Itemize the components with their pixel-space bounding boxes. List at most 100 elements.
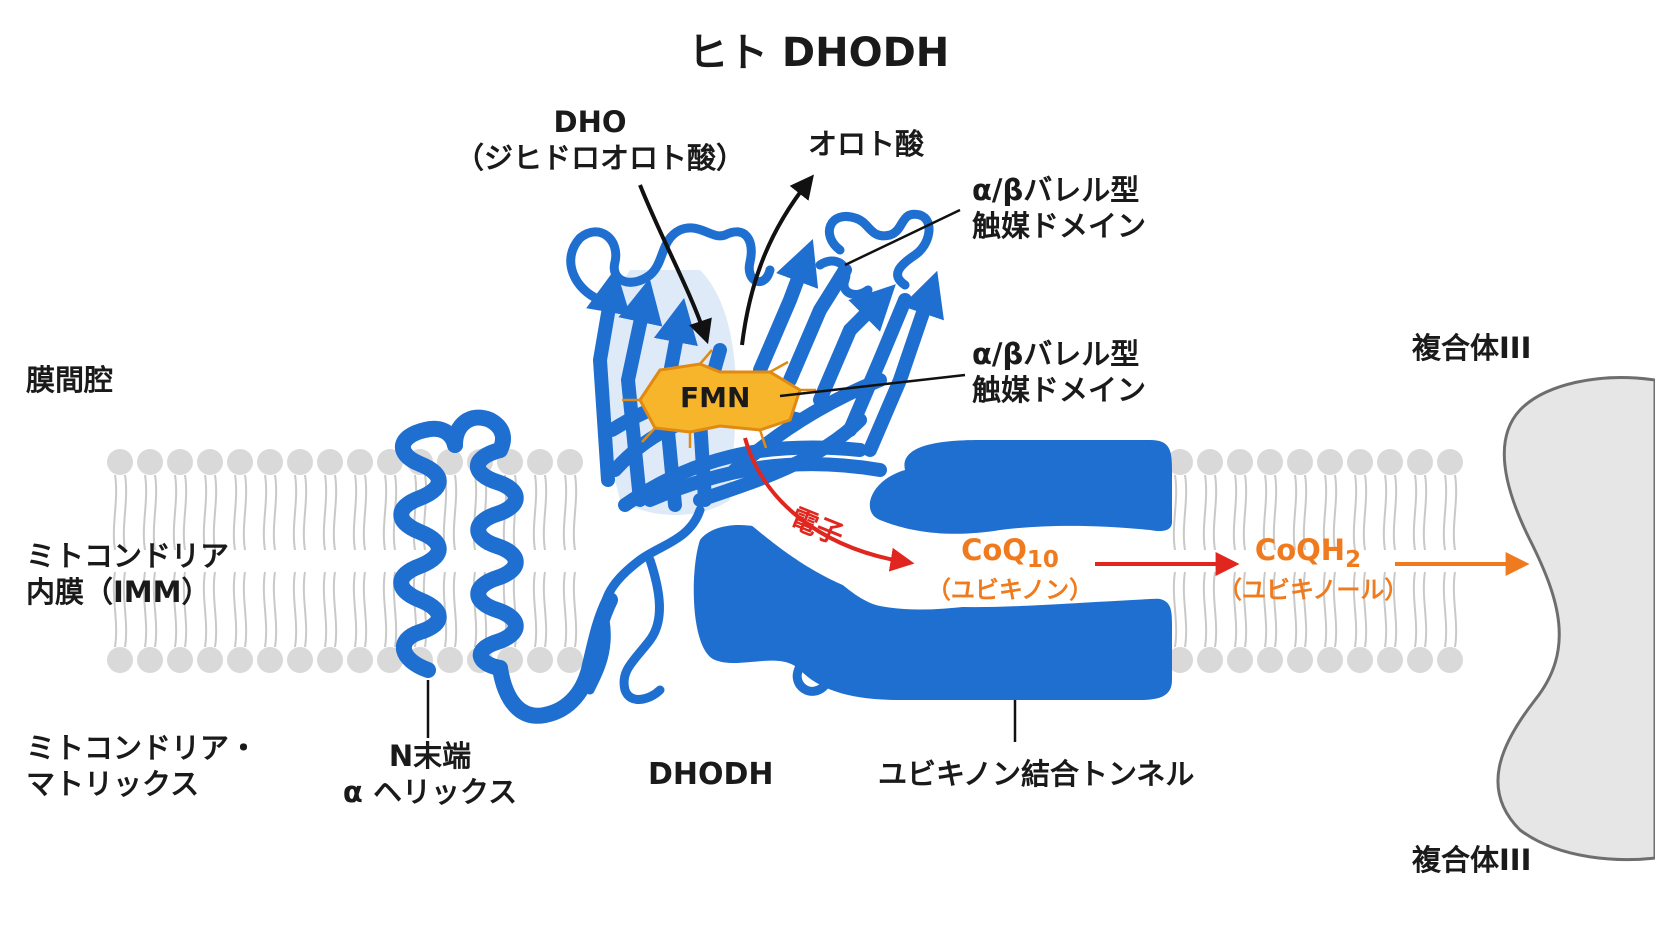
- lipid-tail: [172, 474, 178, 551]
- helix-loop-top: [447, 409, 511, 458]
- lipid-head: [1257, 449, 1283, 475]
- lipid-tail: [472, 474, 478, 551]
- lipid-head: [557, 647, 583, 673]
- tunnel-channel: [745, 455, 1172, 608]
- lipid-head: [137, 449, 163, 475]
- lipid-tail: [1362, 571, 1368, 648]
- orotate-label: オロト酸: [808, 127, 925, 161]
- lipid-tail: [182, 571, 188, 648]
- lipid-head: [347, 449, 373, 475]
- domain2-leader: [779, 373, 966, 398]
- lipid-tail: [1302, 571, 1308, 648]
- lipid-head: [287, 647, 313, 673]
- lipid-tail: [1412, 474, 1418, 551]
- lipid-tail: [182, 474, 188, 551]
- lipid-tail: [472, 571, 478, 648]
- lipid-tail: [542, 571, 548, 648]
- coq10-formula: CoQ10: [920, 532, 1100, 575]
- lipid-tail: [1322, 571, 1328, 648]
- lipid-tail: [152, 474, 158, 551]
- orotate-arrow: [740, 174, 814, 346]
- lipid-tail: [122, 474, 128, 551]
- lipid-head: [1407, 647, 1433, 673]
- lipid-tail: [1242, 474, 1248, 551]
- lipid-head: [557, 449, 583, 475]
- lipid-head: [197, 449, 223, 475]
- lipid-head: [1257, 647, 1283, 673]
- lipid-tail: [272, 474, 278, 551]
- lipid-tail: [1382, 571, 1388, 648]
- coq10-subscript: 10: [1026, 546, 1059, 573]
- lipid-head: [437, 449, 463, 475]
- lipid-head: [137, 647, 163, 673]
- lipid-tail: [562, 474, 568, 551]
- tunnel-label: ユビキノン結合トンネル: [878, 757, 1195, 791]
- matrix-label-line2: マトリックス: [26, 767, 200, 802]
- lipid-head: [287, 449, 313, 475]
- lipid-tail: [422, 474, 428, 551]
- coq10-label: CoQ10 （ユビキノン）: [920, 532, 1100, 605]
- lipid-tail: [1172, 474, 1178, 551]
- lipid-tail: [142, 474, 148, 551]
- dho-label-line1: DHO: [553, 105, 627, 139]
- imm-label-line1: ミトコンドリア: [26, 539, 230, 573]
- lipid-head: [107, 647, 133, 673]
- lipid-tail: [262, 571, 268, 648]
- lipid-tail: [382, 474, 388, 551]
- imm-label-line2: 内膜（IMM）: [26, 575, 211, 610]
- lipid-head: [377, 449, 403, 475]
- lipid-head: [1197, 647, 1223, 673]
- lipid-tail: [1212, 474, 1218, 551]
- lipid-head: [1407, 449, 1433, 475]
- matrix-label: ミトコンドリア・ マトリックス: [26, 730, 258, 803]
- lipid-tail: [1202, 474, 1208, 551]
- lipid-tail: [142, 571, 148, 648]
- lipid-tail: [322, 474, 328, 551]
- lipid-tail: [412, 474, 418, 551]
- dho-arrow: [638, 184, 712, 345]
- ims-label: 膜間腔: [26, 363, 114, 397]
- lipid-tail: [232, 571, 238, 648]
- lipid-tail: [202, 474, 208, 551]
- lipid-head: [437, 647, 463, 673]
- lipid-head: [377, 647, 403, 673]
- complex-iii-top-label: 複合体III: [1412, 331, 1532, 365]
- dhodh-label: DHODH: [648, 757, 774, 792]
- lipid-tail: [532, 571, 538, 648]
- lipid-head: [1227, 647, 1253, 673]
- lipid-tail: [1292, 474, 1298, 551]
- lipid-tail: [152, 571, 158, 648]
- domain2-label-line2: 触媒ドメイン: [972, 373, 1147, 408]
- lipid-tail: [1392, 474, 1398, 551]
- lipid-tail: [452, 571, 458, 648]
- domain2-label: α/βバレル型 触媒ドメイン: [972, 336, 1146, 409]
- lipid-tail: [1202, 571, 1208, 648]
- lipid-head: [1437, 647, 1463, 673]
- lipid-head: [1197, 449, 1223, 475]
- lipid-tail: [112, 571, 118, 648]
- lipid-tail: [452, 474, 458, 551]
- domain1-leader: [844, 208, 961, 267]
- lipid-tail: [1452, 474, 1458, 551]
- helix-right: [470, 442, 524, 676]
- lipid-tail: [232, 474, 238, 551]
- lipid-head: [167, 647, 193, 673]
- lipid-head: [257, 449, 283, 475]
- electron-arrow: [743, 437, 915, 572]
- nterm-label: N末端 α ヘリックス: [320, 738, 540, 811]
- lipid-tail: [1182, 571, 1188, 648]
- lipid-tail: [1242, 571, 1248, 648]
- helix-linker: [492, 592, 618, 724]
- domain2-label-line1: α/βバレル型: [972, 337, 1140, 371]
- lipid-tail: [1182, 474, 1188, 551]
- lipid-tail: [1442, 571, 1448, 648]
- lipid-tail: [292, 474, 298, 551]
- lipid-head: [257, 647, 283, 673]
- lipid-tail: [572, 571, 578, 648]
- lipid-tail: [212, 571, 218, 648]
- coq10-base: CoQ: [961, 533, 1027, 567]
- lipid-tail: [1362, 474, 1368, 551]
- complex-iii-bottom-label: 複合体III: [1412, 843, 1532, 877]
- lipid-head: [527, 449, 553, 475]
- lipid-tail: [1232, 571, 1238, 648]
